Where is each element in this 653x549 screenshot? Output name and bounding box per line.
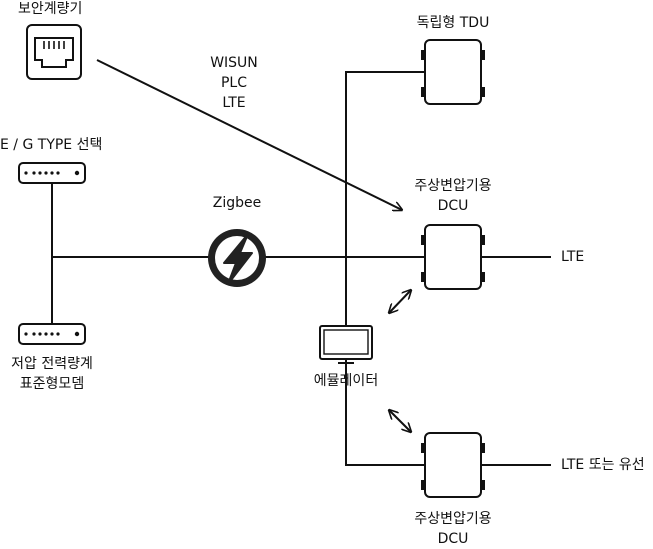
dcu-top-label-line2: DCU [437, 198, 469, 214]
emulator-dcu-top-arrow [389, 290, 411, 313]
modem-label-line1: 저압 전력량계 [11, 356, 93, 372]
monitor-icon [319, 325, 373, 364]
emulator-label: 에뮬레이터 [313, 373, 379, 389]
modem-terminal-strip-icon [18, 323, 86, 345]
tdu-device-icon [421, 39, 485, 105]
security-meter-label: 보안계량기 [18, 1, 83, 17]
dcu-top-link-label: LTE [561, 249, 585, 265]
dcu-bottom-link-label: LTE 또는 유선 [561, 457, 645, 473]
comm-plc-label: PLC [220, 75, 248, 91]
eg-type-label: E / G TYPE 선택 [0, 137, 103, 153]
zigbee-label: Zigbee [212, 195, 262, 211]
dcu-top-device-icon [421, 224, 485, 290]
modem-label-line2: 표준형모뎀 [19, 376, 85, 392]
terminal-strip-icon [18, 162, 86, 184]
wisun-link-arrow [96, 59, 402, 210]
lightning-bolt-icon [208, 229, 266, 287]
tdu-emulator-line [345, 71, 425, 326]
comm-wisun-label: WISUN [210, 55, 258, 71]
dcu-top-label-line1: 주상변압기용 [414, 178, 492, 194]
comm-lte-label: LTE [222, 95, 246, 111]
ethernet-port-icon [26, 24, 82, 80]
emulator-dcu-bottom-line [345, 362, 425, 466]
dcu-bottom-device-icon [421, 432, 485, 498]
emulator-dcu-bottom-arrow [389, 410, 411, 432]
dcu-bottom-label-line1: 주상변압기용 [414, 511, 492, 527]
dcu-bottom-label-line2: DCU [437, 531, 469, 547]
connection-lines [51, 71, 551, 466]
tdu-label: 독립형 TDU [416, 15, 490, 31]
